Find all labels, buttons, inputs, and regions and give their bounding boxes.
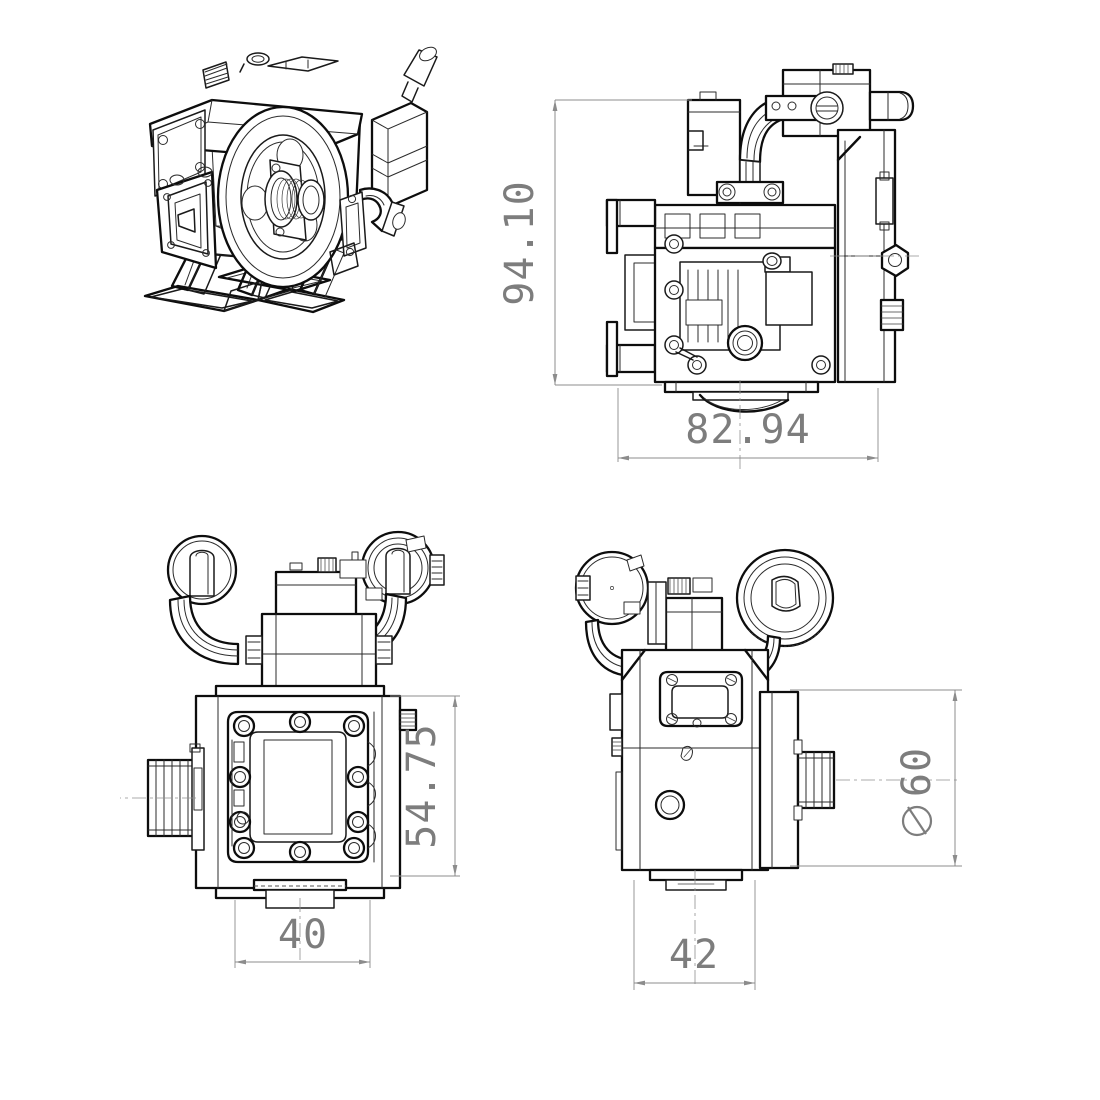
iso-air-cleaner [370, 46, 438, 209]
diameter-symbol-icon [901, 805, 933, 837]
rear-shaft-housing [758, 690, 836, 870]
view-front-elevation [120, 530, 445, 960]
dimension-height-front: 54.75 [390, 695, 460, 877]
rear-main-body [609, 648, 770, 891]
dimension-value-54-75: 54.75 [399, 723, 445, 848]
dimension-value-94-10: 94.10 [497, 180, 543, 305]
dimension-value-42: 42 [669, 932, 719, 978]
dimension-width-front: 40 [234, 900, 371, 968]
front-intake-bell [166, 534, 240, 666]
iso-flywheel [216, 105, 350, 289]
dimension-value-40: 40 [278, 912, 328, 958]
front-main-body [194, 694, 402, 890]
dimension-length-overall: 82.94 [617, 388, 879, 462]
dimension-height-overall: 94.10 [497, 99, 692, 386]
view-rear-elevation [574, 548, 960, 985]
rear-top-box [647, 577, 724, 654]
dimension-value-60: 60 [894, 747, 940, 797]
front-bolt-holes [228, 710, 370, 864]
side-air-cleaner [764, 63, 915, 138]
dimension-flywheel-diameter: 60 [790, 689, 962, 867]
front-right-knurl [398, 708, 418, 732]
view-side-elevation [605, 63, 920, 470]
view-isometric [143, 46, 438, 314]
side-cylinder-head [605, 198, 837, 378]
iso-rear-bracket [329, 191, 367, 276]
dimension-width-rear: 42 [633, 880, 756, 990]
iso-exhaust-pipe [358, 187, 406, 237]
rear-flywheel [735, 548, 835, 684]
iso-crankcase [155, 166, 218, 270]
front-bellows-coupling [146, 743, 205, 851]
side-crankcase [653, 234, 837, 413]
dimension-value-82-94: 82.94 [685, 407, 810, 453]
side-rocker-box [686, 91, 742, 197]
